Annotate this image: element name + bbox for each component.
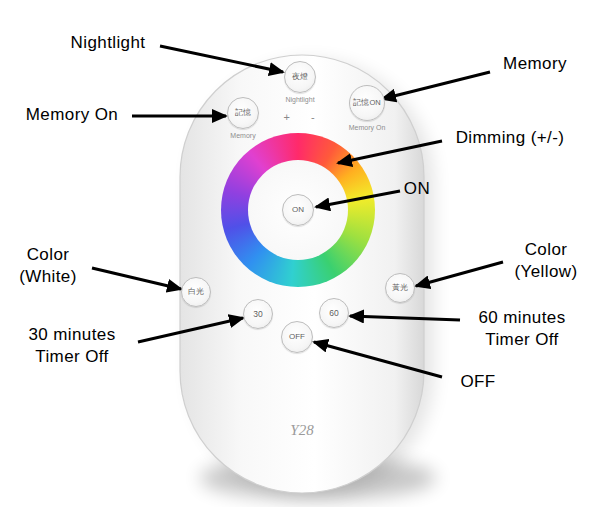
button-caption: Nightlight	[285, 96, 314, 103]
remote-button: OFF	[281, 321, 313, 353]
leader-arrow	[338, 141, 442, 163]
callout-label: Memory	[475, 53, 595, 75]
button-text: 記憶ON	[353, 99, 380, 107]
remote-button: 黃光	[385, 273, 415, 303]
button-text: 黃光	[392, 284, 408, 292]
button-text: 白光	[188, 288, 204, 296]
leader-arrow	[138, 318, 243, 342]
leader-arrow	[416, 262, 503, 286]
dimming-sign: -	[305, 111, 321, 123]
remote-button: 30	[243, 299, 273, 329]
remote-body	[180, 55, 424, 493]
remote-body-node: Y28記憶Memory夜燈Nightlight記憶ONMemory OnON白光…	[180, 55, 424, 493]
leader-arrow	[314, 342, 442, 377]
remote-button: 夜燈Nightlight	[284, 61, 316, 93]
button-caption: Memory	[230, 132, 255, 139]
leader-arrow	[160, 46, 283, 72]
button-text: 記憶	[235, 109, 251, 117]
remote-button: 白光	[181, 277, 211, 307]
remote-button: 60	[319, 298, 349, 328]
button-caption: Memory On	[349, 124, 386, 131]
brand-logo: Y28	[262, 421, 342, 439]
callout-label: ON	[387, 178, 447, 200]
callout-label: 60 minutes Timer Off	[467, 307, 577, 351]
dimming-sign: +	[279, 111, 295, 123]
callout-label: Color (Yellow)	[501, 239, 591, 283]
button-text: 30	[253, 310, 262, 319]
leader-arrow	[92, 268, 181, 289]
callout-label: Nightlight	[28, 32, 188, 54]
callout-label: 30 minutes Timer Off	[17, 324, 127, 368]
button-text: ON	[292, 206, 304, 214]
callout-label: Memory On	[2, 104, 142, 126]
leader-arrow	[132, 115, 226, 118]
callout-label: OFF	[448, 371, 508, 393]
callout-label: Dimming (+/-)	[425, 127, 595, 149]
callout-label: Color (White)	[8, 244, 88, 288]
remote-button: ON	[282, 194, 314, 226]
button-text: OFF	[289, 333, 305, 341]
leader-arrow	[316, 191, 400, 207]
leader-arrow	[382, 72, 490, 99]
remote-button: 記憶ONMemory On	[349, 85, 385, 121]
remote-button: 記憶Memory	[227, 97, 259, 129]
button-text: 60	[329, 309, 338, 318]
button-text: 夜燈	[292, 73, 308, 81]
leader-arrow	[350, 316, 460, 320]
